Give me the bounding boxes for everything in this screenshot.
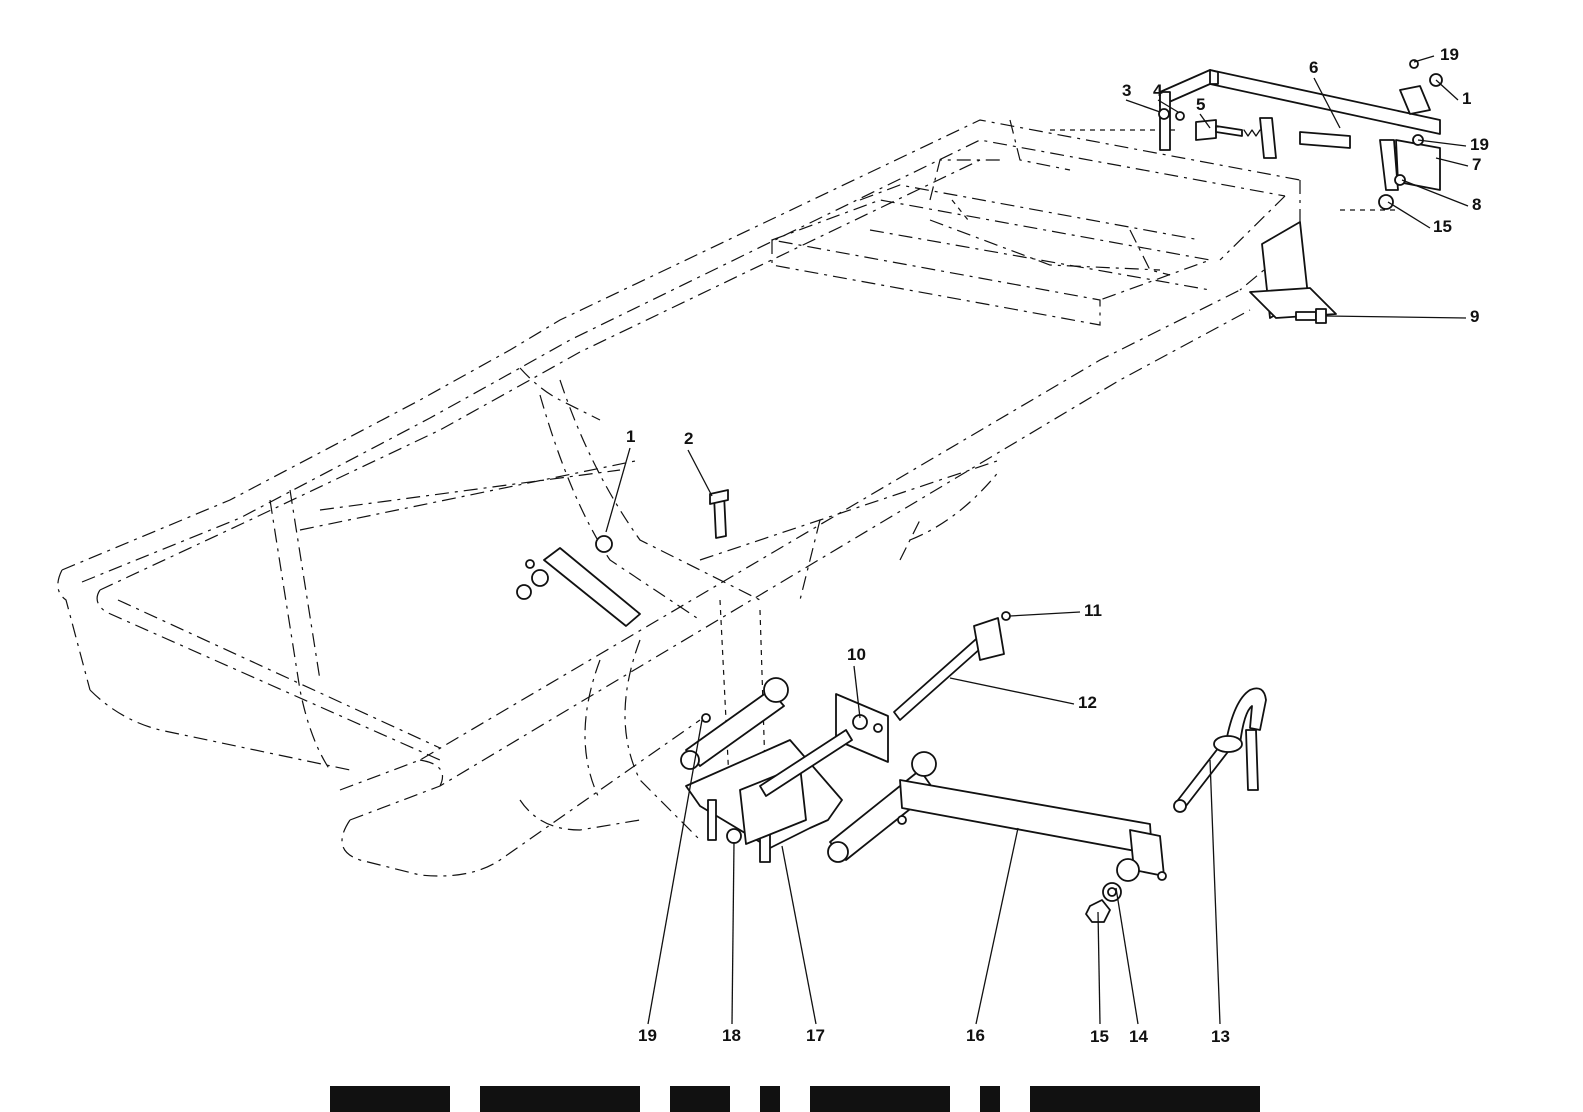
leader-line: [1313, 77, 1341, 129]
callout-18: 18: [722, 841, 741, 1045]
callout-label: 15: [1090, 1027, 1109, 1046]
leader-line: [687, 449, 713, 497]
callout-3: 3: [1122, 81, 1161, 113]
callout-5: 5: [1196, 95, 1211, 129]
callout-label: 12: [1078, 693, 1097, 712]
leader-line: [1009, 611, 1081, 617]
callout-13: 13: [1209, 759, 1230, 1046]
leader-line: [605, 447, 631, 533]
callout-16: 16: [966, 827, 1019, 1045]
leader-line: [1435, 157, 1469, 167]
leader-line: [1435, 79, 1459, 101]
callout-6: 6: [1309, 58, 1341, 129]
front-mount-parts: [516, 489, 729, 627]
callout-15b: 15: [1090, 911, 1109, 1046]
leader-line: [949, 677, 1075, 705]
callout-15a: 15: [1387, 201, 1452, 236]
callout-label: 5: [1196, 95, 1205, 114]
cropped-caption-glyphs: [330, 1086, 1260, 1112]
leader-line: [1125, 99, 1161, 113]
callout-11: 11: [1009, 601, 1102, 620]
vehicle-frame: [57, 119, 1400, 877]
callout-8: 8: [1401, 179, 1481, 214]
callout-label: 13: [1211, 1027, 1230, 1046]
leader-line: [781, 845, 817, 1025]
hitch-bracket-assembly: [680, 611, 1267, 923]
leader-line: [1325, 315, 1467, 319]
callout-label: 1: [626, 427, 635, 446]
callout-1a: 1: [1435, 79, 1471, 108]
callout-label: 14: [1129, 1027, 1148, 1046]
leader-line: [1115, 887, 1139, 1025]
callout-4: 4: [1153, 81, 1179, 113]
leader-line: [1413, 55, 1435, 63]
callout-1b: 1: [605, 427, 635, 533]
leader-line: [1157, 99, 1179, 113]
callout-label: 19: [1470, 135, 1489, 154]
leader-line: [1417, 139, 1467, 147]
callout-19a: 19: [1413, 45, 1459, 64]
rear-tow-bar-assembly: [1158, 59, 1443, 324]
callout-19c: 19: [638, 719, 703, 1045]
diagram-caption-cropped: [330, 1072, 1260, 1112]
callout-label: 1: [1462, 89, 1471, 108]
leader-line: [1199, 113, 1211, 129]
leader-line: [1401, 179, 1469, 207]
callout-12: 12: [949, 677, 1097, 712]
callout-14: 14: [1115, 887, 1148, 1046]
callout-label: 9: [1470, 307, 1479, 326]
callout-10: 10: [847, 645, 866, 719]
callout-labels: 1 19 3 4 5 6 19 7 8 15 9 1 2 11 10 12 19…: [605, 45, 1489, 1046]
callout-label: 11: [1084, 601, 1102, 620]
callout-label: 10: [847, 645, 866, 664]
callout-19b: 19: [1417, 135, 1489, 154]
callout-2: 2: [684, 429, 713, 497]
callout-label: 18: [722, 1026, 741, 1045]
leader-line: [853, 665, 861, 719]
leader-line: [1209, 759, 1221, 1025]
callout-label: 3: [1122, 81, 1131, 100]
callout-17: 17: [781, 845, 825, 1045]
callout-label: 8: [1472, 195, 1481, 214]
leader-line: [1387, 201, 1431, 229]
callout-label: 19: [1440, 45, 1459, 64]
leader-line: [731, 841, 735, 1025]
callout-label: 19: [638, 1026, 657, 1045]
callout-9: 9: [1325, 307, 1479, 326]
callout-label: 7: [1472, 155, 1481, 174]
callout-label: 6: [1309, 58, 1318, 77]
callout-label: 16: [966, 1026, 985, 1045]
callout-label: 4: [1153, 81, 1163, 100]
leader-line: [1097, 911, 1101, 1025]
callout-label: 15: [1433, 217, 1452, 236]
callout-7: 7: [1435, 155, 1481, 174]
leader-line: [975, 827, 1019, 1025]
leader-line: [647, 719, 703, 1025]
callout-label: 2: [684, 429, 693, 448]
callout-label: 17: [806, 1026, 825, 1045]
